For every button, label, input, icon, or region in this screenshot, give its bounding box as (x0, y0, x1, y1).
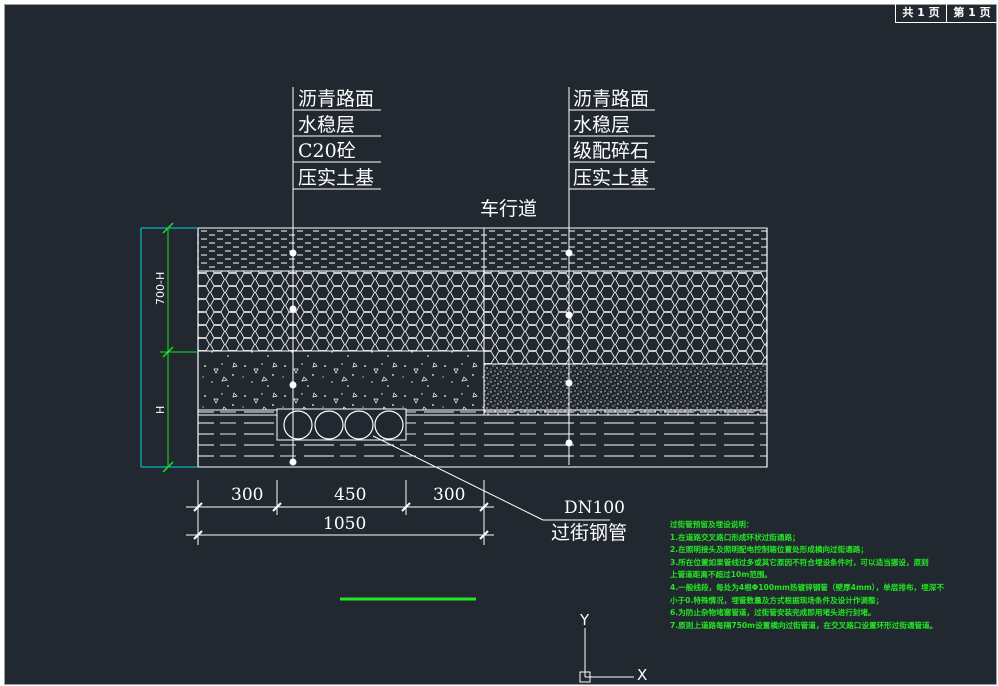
pipe-size-label: DN100 (564, 498, 625, 518)
dim-300-right: 300 (433, 485, 465, 505)
c20-concrete-layer (197, 350, 485, 411)
label-soil-right: 压实土基 (573, 167, 649, 189)
dim-300-left: 300 (231, 485, 263, 505)
dim-450: 450 (334, 485, 366, 505)
pipe-name-label: 过街钢管 (551, 522, 627, 544)
ucs-icon (579, 628, 634, 683)
road-label: 车行道 (480, 198, 537, 220)
total-pages-cell: 共 1 页 (895, 4, 946, 22)
note-line-4: 上管道距离不超过10m范围。 (670, 570, 773, 580)
dim-upper-label: 700-H (154, 272, 167, 305)
steel-pipe-4 (374, 410, 404, 440)
y-axis-label: Y (579, 611, 590, 629)
note-line-3: 3.所在位置如果管线过多或其它原因不符合埋设条件时，可以适当挪设，原则 (670, 557, 929, 567)
stabilized-layer-left (197, 270, 485, 352)
note-line-7: 6.为防止杂物堵塞管道，过街管安装完成即用堵头进行封堵。 (670, 608, 876, 618)
notes-title: 过街管预留及埋设说明： (670, 520, 754, 529)
dim-lower-label: H (154, 406, 167, 414)
pipe-trench (276, 408, 407, 441)
asphalt-layer (197, 227, 768, 272)
note-line-2: 2.在照明接头及照明配电控制箱位置处形成横向过街通路； (670, 545, 869, 555)
leader-dots (289, 249, 573, 466)
layer-labels-right: 沥青路面 水稳层 级配碎石 压实土基 (573, 88, 649, 189)
note-line-5: 4.一般线段，每处为4根Φ100mm热镀锌钢管（壁厚4mm），单层排布，埋深不 (670, 582, 944, 592)
label-gravel-right: 级配碎石 (573, 140, 649, 162)
installation-notes: 过街管预留及埋设说明： 1.在道路交叉路口形成环状过街通路； 2.在照明接头及照… (670, 519, 990, 632)
leader-lines (292, 87, 655, 521)
stabilized-layer-right (483, 270, 768, 365)
note-line-6: 小于0.特殊情况，埋管数量及方式根据现场条件及设计作调整； (670, 595, 884, 605)
steel-pipe-2 (314, 410, 344, 440)
graded-gravel-layer (483, 363, 768, 416)
layer-labels-left: 沥青路面 水稳层 C20砼 压实土基 (298, 88, 374, 189)
pipe-bundle (276, 408, 407, 441)
label-asphalt-right: 沥青路面 (573, 88, 649, 110)
dim-1050: 1050 (323, 514, 366, 534)
x-axis-label: X (637, 666, 647, 684)
steel-pipe-1 (283, 410, 313, 440)
road-section (197, 227, 768, 468)
label-stabilized-right: 水稳层 (573, 114, 630, 136)
note-line-1: 1.在道路交叉路口形成环状过街通路； (670, 532, 800, 542)
label-stabilized-left: 水稳层 (298, 114, 355, 136)
label-c20-left: C20砼 (298, 140, 356, 162)
title-block-divider (895, 22, 997, 23)
label-asphalt-left: 沥青路面 (298, 88, 374, 110)
horizontal-dimension (186, 480, 494, 545)
vertical-dimension: 700-H H (140, 222, 198, 473)
label-soil-left: 压实土基 (298, 167, 374, 189)
steel-pipe-3 (344, 410, 374, 440)
note-line-8: 7.原则上道路每隔750m设置横向过街管道，在交叉路口设置环形过街通管道。 (670, 620, 938, 630)
